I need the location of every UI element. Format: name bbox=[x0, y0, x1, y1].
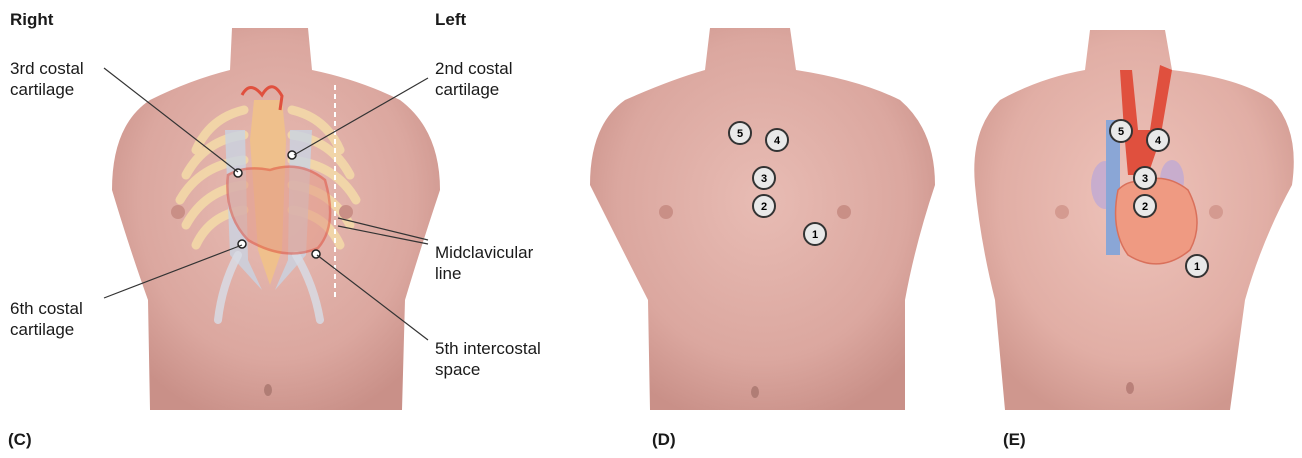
panel-e-marker-5: 5 bbox=[1110, 120, 1132, 142]
heart bbox=[1116, 178, 1197, 263]
svg-text:3: 3 bbox=[761, 173, 767, 185]
svg-text:1: 1 bbox=[1194, 261, 1200, 273]
label-3rd-costal-cartilage: 3rd costal cartilage bbox=[10, 58, 84, 100]
panel-e-marker-4: 4 bbox=[1147, 129, 1169, 151]
label-6th-costal-cartilage: 6th costal cartilage bbox=[10, 298, 83, 340]
panel-e-torso bbox=[974, 30, 1293, 410]
svg-text:4: 4 bbox=[1155, 135, 1162, 147]
svg-text:2: 2 bbox=[1142, 201, 1148, 213]
label-5th-intercostal-space: 5th intercostal space bbox=[435, 338, 541, 380]
svg-text:2: 2 bbox=[761, 201, 767, 213]
panel-d-marker-3: 3 bbox=[753, 167, 775, 189]
svg-text:3: 3 bbox=[1142, 173, 1148, 185]
panel-c-torso bbox=[112, 28, 440, 410]
svg-text:5: 5 bbox=[737, 128, 743, 140]
panel-d-torso bbox=[590, 28, 935, 410]
panel-label-e: (E) bbox=[1003, 430, 1026, 450]
svg-text:4: 4 bbox=[774, 135, 781, 147]
panel-d-marker-1: 1 bbox=[804, 223, 826, 245]
label-2nd-costal-cartilage: 2nd costal cartilage bbox=[435, 58, 513, 100]
panel-d-marker-2: 2 bbox=[753, 195, 775, 217]
panel-d-marker-4: 4 bbox=[766, 129, 788, 151]
label-midclavicular-line: Midclavicular line bbox=[435, 242, 533, 284]
panel-d-marker-5: 5 bbox=[729, 122, 751, 144]
panel-label-d: (D) bbox=[652, 430, 676, 450]
panel-e-marker-2: 2 bbox=[1134, 195, 1156, 217]
landmark-6th-costal-dot bbox=[238, 240, 246, 248]
svg-text:5: 5 bbox=[1118, 126, 1124, 138]
svg-text:1: 1 bbox=[812, 229, 818, 241]
panel-e-marker-3: 3 bbox=[1134, 167, 1156, 189]
panel-e-marker-1: 1 bbox=[1186, 255, 1208, 277]
side-label-left: Left bbox=[435, 10, 466, 30]
panel-label-c: (C) bbox=[8, 430, 32, 450]
side-label-right: Right bbox=[10, 10, 53, 30]
